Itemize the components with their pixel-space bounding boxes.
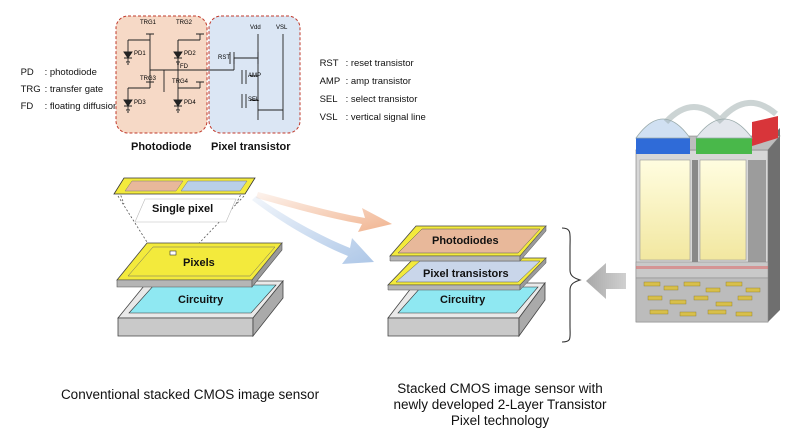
photodiode-circuit bbox=[123, 33, 234, 113]
amp-label: AMP bbox=[248, 73, 262, 79]
legend-item-vsl: VSL: vertical signal line bbox=[319, 112, 426, 123]
pixels-label: Pixels bbox=[183, 257, 215, 269]
single-pixel-photodiode bbox=[124, 180, 184, 192]
pd1-label: PD1 bbox=[134, 51, 146, 57]
bracket-brace bbox=[561, 227, 582, 343]
new-sensor-caption-line-2: newly developed 2-Layer Transistor bbox=[393, 397, 607, 412]
pixel-transistor-heading: Pixel transistor bbox=[211, 141, 291, 153]
photodiode-region bbox=[115, 15, 208, 134]
pixel-3d-illustration bbox=[635, 99, 781, 323]
circuitry-label-conventional: Circuitry bbox=[178, 294, 224, 306]
photodiodes-label: Photodiodes bbox=[432, 235, 499, 247]
new-sensor-caption-line-1: Stacked CMOS image sensor with bbox=[397, 381, 603, 396]
arrow-grey bbox=[586, 263, 626, 299]
legend-item-sel: SEL: select transistor bbox=[319, 94, 418, 105]
legend-item-pd: PD: photodiode bbox=[20, 67, 97, 78]
pd4-label: PD4 bbox=[184, 100, 196, 106]
trg1-label: TRG1 bbox=[140, 20, 157, 26]
sel-label: SEL bbox=[248, 97, 260, 103]
transistor-circuit bbox=[229, 34, 284, 120]
trg2-label: TRG2 bbox=[176, 20, 193, 26]
circuitry-label-new: Circuitry bbox=[440, 294, 486, 306]
single-pixel-label: Single pixel bbox=[152, 203, 214, 215]
rst-label: RST bbox=[218, 55, 230, 61]
conventional-caption: Conventional stacked CMOS image sensor bbox=[60, 387, 320, 402]
vsl-label: VSL bbox=[276, 25, 288, 31]
trg4-label: TRG4 bbox=[172, 79, 189, 85]
legend-item-trg: TRG: transfer gate bbox=[20, 84, 104, 95]
legend-item-rst: RST: reset transistor bbox=[319, 58, 414, 69]
new-sensor-caption-line-3: Pixel technology bbox=[450, 413, 550, 428]
vdd-label: Vdd bbox=[250, 25, 261, 31]
arrow-orange bbox=[256, 192, 392, 232]
pd2-label: PD2 bbox=[184, 51, 196, 57]
transistor-region bbox=[208, 15, 301, 134]
photodiode-heading: Photodiode bbox=[131, 141, 192, 153]
pd3-label: PD3 bbox=[134, 100, 146, 106]
new-stack bbox=[387, 225, 547, 338]
conventional-stack bbox=[116, 242, 284, 338]
arrow-blue bbox=[252, 196, 374, 264]
trg3-label: TRG3 bbox=[140, 76, 157, 82]
legend-item-fd: FD: floating diffusion bbox=[20, 101, 119, 112]
pixel-transistors-label: Pixel transistors bbox=[423, 268, 509, 280]
fd-label: FD bbox=[180, 64, 188, 70]
new-sensor-caption: Stacked CMOS image sensor with newly dev… bbox=[380, 381, 620, 429]
legend-item-amp: AMP: amp transistor bbox=[319, 76, 412, 87]
single-pixel-transistor bbox=[180, 180, 248, 192]
single-pixel-label-bg bbox=[134, 198, 237, 223]
